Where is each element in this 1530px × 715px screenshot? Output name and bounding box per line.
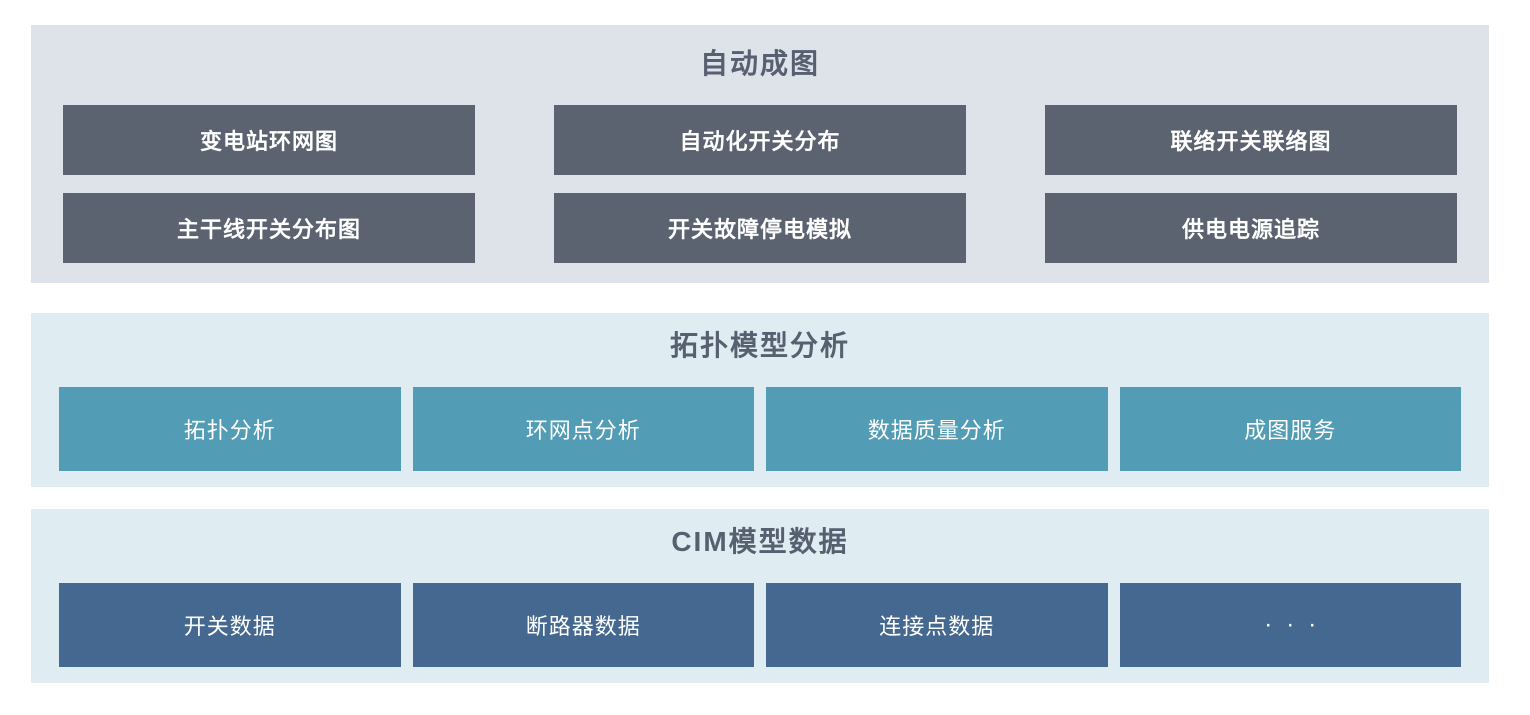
auto-drawing-grid: 变电站环网图 自动化开关分布 联络开关联络图 主干线开关分布图 开关故障停电模拟… xyxy=(31,105,1489,263)
cim-grid: 开关数据 断路器数据 连接点数据 ··· xyxy=(31,583,1489,667)
section-auto-drawing-title: 自动成图 xyxy=(699,48,820,79)
box-switch-fault-outage-simulation: 开关故障停电模拟 xyxy=(554,193,966,263)
section-cim-title: CIM模型数据 xyxy=(671,526,849,557)
box-switch-data: 开关数据 xyxy=(59,583,401,667)
box-more-ellipsis: ··· xyxy=(1119,583,1461,667)
box-substation-ring-diagram: 变电站环网图 xyxy=(63,105,475,175)
box-data-quality-analysis: 数据质量分析 xyxy=(766,387,1108,471)
section-cim-model-data: CIM模型数据 开关数据 断路器数据 连接点数据 ··· xyxy=(31,509,1489,683)
box-tie-switch-diagram: 联络开关联络图 xyxy=(1045,105,1457,175)
topology-grid: 拓扑分析 环网点分析 数据质量分析 成图服务 xyxy=(31,387,1489,471)
architecture-diagram: 自动成图 变电站环网图 自动化开关分布 联络开关联络图 主干线开关分布图 开关故… xyxy=(0,25,1530,715)
box-power-source-tracing: 供电电源追踪 xyxy=(1045,193,1457,263)
box-drawing-service: 成图服务 xyxy=(1119,387,1461,471)
box-breaker-data: 断路器数据 xyxy=(412,583,754,667)
section-topology-title: 拓扑模型分析 xyxy=(669,330,850,361)
box-trunk-switch-distribution: 主干线开关分布图 xyxy=(63,193,475,263)
box-ring-point-analysis: 环网点分析 xyxy=(412,387,754,471)
box-topology-analysis: 拓扑分析 xyxy=(59,387,401,471)
section-auto-drawing: 自动成图 变电站环网图 自动化开关分布 联络开关联络图 主干线开关分布图 开关故… xyxy=(31,25,1489,283)
box-connection-point-data: 连接点数据 xyxy=(766,583,1108,667)
box-automation-switch-distribution: 自动化开关分布 xyxy=(554,105,966,175)
section-topology-model-analysis: 拓扑模型分析 拓扑分析 环网点分析 数据质量分析 成图服务 xyxy=(31,313,1489,487)
